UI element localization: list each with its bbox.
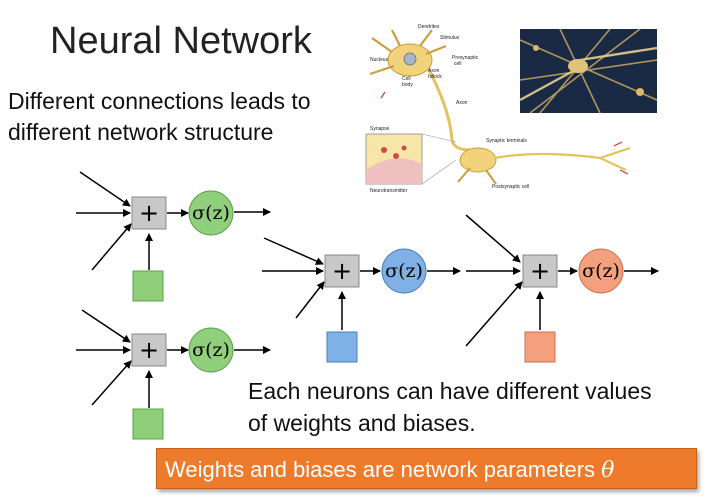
subtitle-line-2: different network structure	[8, 119, 274, 145]
note-line-1: Each neurons can have different values	[248, 378, 652, 404]
activation-node-4	[578, 248, 624, 294]
parameters-banner: Weights and biases are network parameter…	[156, 448, 697, 489]
note-line-2: of weights and biases.	[248, 410, 476, 436]
activation-label-2: σ(z)	[192, 339, 230, 361]
svg-text:body: body	[402, 82, 413, 88]
summation-node-3	[324, 254, 360, 288]
svg-text:hillock: hillock	[428, 74, 442, 80]
neuron-2: + σ(z)	[76, 309, 271, 440]
neuron-1: + σ(z)	[76, 171, 271, 302]
sum-symbol-3: +	[332, 257, 352, 285]
svg-text:Synaptic terminals: Synaptic terminals	[486, 138, 527, 144]
summation-node-1	[131, 196, 167, 230]
subtitle-text: Different connections leads to different…	[8, 86, 311, 148]
svg-text:Nucleus: Nucleus	[370, 57, 389, 63]
neuron-photo	[519, 28, 658, 114]
summation-node-2	[131, 333, 167, 367]
weights-biases-note: Each neurons can have different values o…	[248, 375, 652, 439]
activation-label-4: σ(z)	[582, 260, 620, 282]
svg-text:cell: cell	[454, 61, 462, 67]
svg-text:Stimulus: Stimulus	[440, 35, 460, 41]
svg-text:Synapse: Synapse	[370, 126, 390, 132]
bias-node-4	[524, 331, 556, 363]
banner-text: Weights and biases are network parameter…	[165, 457, 596, 482]
summation-node-4	[522, 254, 558, 288]
bias-node-2	[132, 408, 164, 440]
svg-text:Presynaptic: Presynaptic	[452, 55, 479, 61]
bias-node-1	[132, 270, 164, 302]
svg-text:Cell: Cell	[402, 76, 411, 82]
svg-text:Dendrites: Dendrites	[418, 24, 440, 30]
bias-node-3	[326, 331, 358, 363]
activation-node-3	[381, 248, 427, 294]
svg-text:Axon: Axon	[428, 68, 440, 74]
sum-symbol-1: +	[139, 199, 159, 227]
activation-node-2	[188, 327, 234, 373]
activation-label-1: σ(z)	[192, 202, 230, 224]
slide-title: Neural Network	[50, 20, 312, 62]
svg-text:Postsynaptic cell: Postsynaptic cell	[492, 184, 529, 190]
activation-node-1	[188, 190, 234, 236]
sum-symbol-4: +	[530, 257, 550, 285]
subtitle-line-1: Different connections leads to	[8, 88, 311, 114]
activation-label-3: σ(z)	[385, 260, 423, 282]
svg-text:Axon: Axon	[456, 100, 468, 106]
sum-symbol-2: +	[139, 336, 159, 364]
theta-symbol: θ	[601, 458, 615, 483]
svg-text:Neurotransmitter: Neurotransmitter	[370, 188, 408, 194]
neuron-3: + σ(z)	[262, 237, 461, 363]
neuron-4: + σ(z)	[465, 214, 659, 363]
